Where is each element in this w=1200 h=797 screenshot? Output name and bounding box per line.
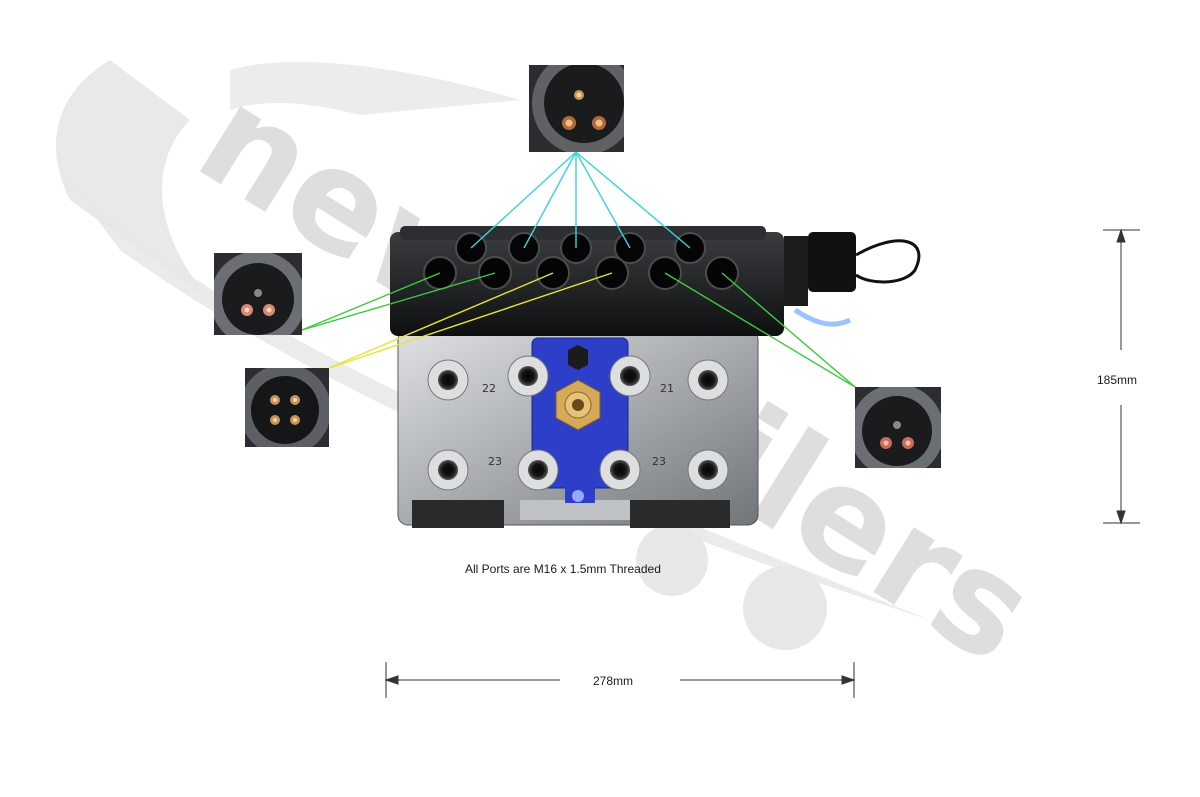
connector-inset-4-pin (245, 368, 329, 447)
four-pin-socket-icon (245, 368, 329, 447)
three-pin-socket-icon (529, 65, 624, 152)
width-dimension-label: 278mm (593, 674, 634, 688)
connector-inset-3-pin (529, 65, 624, 152)
height-dimension-line (1103, 228, 1140, 525)
two-pin-socket-icon (855, 387, 941, 468)
pneumatic-ports (427, 355, 729, 491)
port-label-21: 21 (660, 382, 674, 395)
ports-thread-caption: All Ports are M16 x 1.5mm Threaded (465, 562, 661, 576)
leader-lines-cyan (470, 151, 691, 249)
side-connector (808, 232, 856, 292)
port-label-23-right: 23 (652, 455, 666, 468)
connector-inset-2-pin-right (855, 387, 941, 468)
brass-fitting (555, 379, 601, 431)
two-pin-socket-icon (214, 253, 302, 335)
leader-lines-yellow (328, 272, 613, 369)
height-dimension-label: 185mm (1097, 373, 1138, 387)
connector-inset-2-pin-left (214, 253, 302, 335)
leader-lines-green (301, 272, 856, 388)
width-dimension-line (384, 662, 856, 698)
port-label-22: 22 (482, 382, 496, 395)
port-label-23-left: 23 (488, 455, 502, 468)
